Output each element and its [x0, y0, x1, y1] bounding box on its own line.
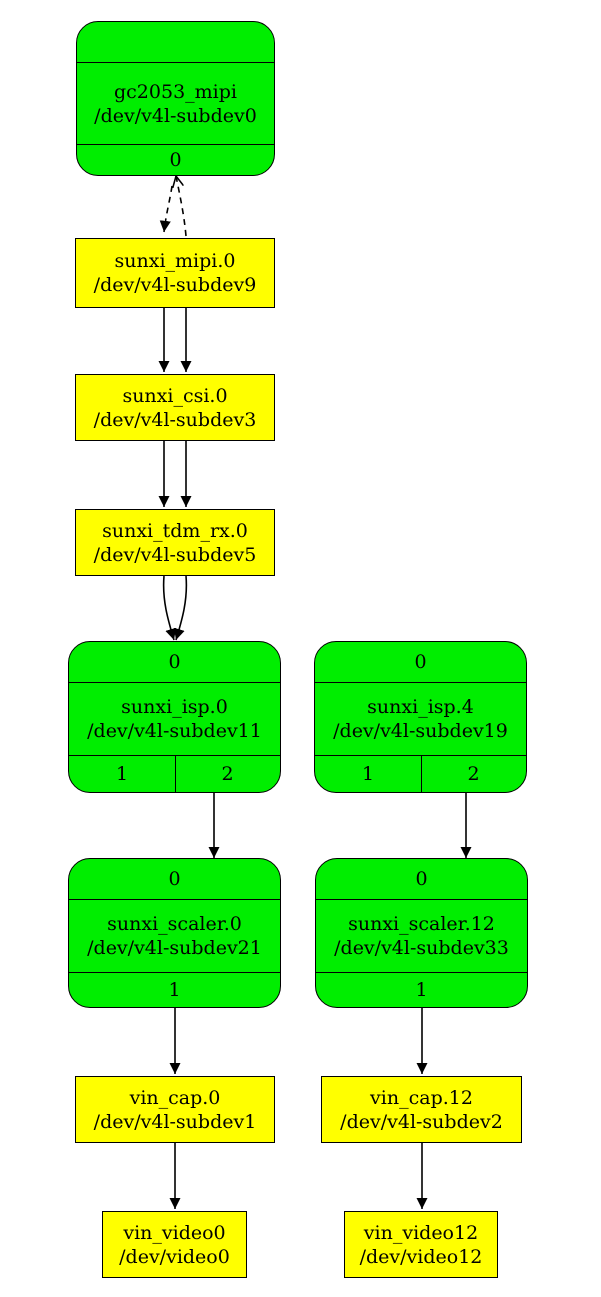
node-device: /dev/v4l-subdev0	[94, 105, 257, 127]
pad-label: 1	[415, 978, 428, 1001]
pad-label: 1	[361, 762, 375, 785]
pad-label: 0	[168, 868, 181, 890]
node-sunxi-scaler0: 0 sunxi_scaler.0 /dev/v4l-subdev21 1	[68, 858, 281, 1008]
divider	[77, 62, 274, 63]
node-device: /dev/v4l-subdev11	[87, 720, 262, 742]
node-name: vin_video12	[363, 1221, 479, 1244]
node-name: sunxi_scaler.0	[107, 913, 242, 935]
node-device: /dev/v4l-subdev9	[93, 274, 257, 296]
node-device: /dev/v4l-subdev1	[93, 1110, 257, 1133]
edge-gc2053-to-mipi	[159, 185, 173, 233]
node-vin-cap12: vin_cap.12 /dev/v4l-subdev2	[321, 1076, 522, 1143]
edge-mipi-to-gc2053	[176, 176, 187, 237]
pad-label: 0	[169, 148, 182, 171]
pad-label: 2	[221, 762, 234, 785]
divider	[69, 682, 280, 683]
node-device: /dev/v4l-subdev2	[340, 1110, 503, 1133]
pad-label: 0	[415, 868, 428, 890]
node-vin-video12: vin_video12 /dev/video12	[344, 1211, 498, 1278]
divider	[69, 755, 280, 756]
node-sunxi-scaler12: 0 sunxi_scaler.12 /dev/v4l-subdev33 1	[315, 858, 528, 1008]
node-name: gc2053_mipi	[114, 81, 237, 103]
divider	[315, 755, 526, 756]
node-device: /dev/v4l-subdev33	[334, 937, 509, 959]
node-device: /dev/video12	[359, 1245, 483, 1268]
pad-label: 1	[168, 978, 181, 1001]
node-name: vin_cap.12	[370, 1086, 473, 1109]
divider	[421, 755, 422, 792]
divider	[77, 144, 274, 145]
node-device: /dev/v4l-subdev5	[93, 543, 257, 566]
node-device: /dev/v4l-subdev3	[93, 408, 257, 431]
node-vin-cap0: vin_cap.0 /dev/v4l-subdev1	[75, 1076, 275, 1143]
pad-label: 1	[115, 762, 129, 785]
node-sunxi-isp4: 0 sunxi_isp.4 /dev/v4l-subdev19 1 2	[314, 641, 527, 793]
pad-label: 0	[414, 651, 427, 673]
pad-label: 0	[168, 651, 181, 673]
divider	[175, 755, 176, 792]
node-sunxi-mipi: sunxi_mipi.0 /dev/v4l-subdev9	[75, 238, 275, 308]
node-name: vin_video0	[123, 1221, 226, 1244]
divider	[316, 972, 527, 973]
node-name: sunxi_isp.0	[121, 696, 228, 718]
node-sunxi-isp0: 0 sunxi_isp.0 /dev/v4l-subdev11 1 2	[68, 641, 281, 793]
divider	[69, 972, 280, 973]
node-sunxi-tdm-rx: sunxi_tdm_rx.0 /dev/v4l-subdev5	[75, 509, 275, 576]
divider	[315, 682, 526, 683]
node-name: sunxi_csi.0	[122, 384, 228, 407]
pad-label: 2	[467, 762, 480, 785]
node-gc2053-mipi: gc2053_mipi /dev/v4l-subdev0 0	[76, 21, 275, 176]
node-name: sunxi_scaler.12	[348, 913, 495, 935]
node-name: sunxi_tdm_rx.0	[102, 519, 248, 542]
edge-tdm-to-isp0-a	[162, 575, 177, 641]
node-name: vin_cap.0	[129, 1086, 221, 1109]
node-name: sunxi_isp.4	[367, 696, 474, 718]
divider	[316, 899, 527, 900]
divider	[69, 899, 280, 900]
node-device: /dev/v4l-subdev21	[87, 937, 262, 959]
node-device: /dev/video0	[119, 1245, 230, 1268]
node-name: sunxi_mipi.0	[114, 250, 236, 272]
node-sunxi-csi: sunxi_csi.0 /dev/v4l-subdev3	[75, 374, 275, 441]
node-vin-video0: vin_video0 /dev/video0	[102, 1211, 247, 1278]
edge-tdm-to-isp0-b	[173, 575, 188, 641]
node-device: /dev/v4l-subdev19	[333, 720, 508, 742]
